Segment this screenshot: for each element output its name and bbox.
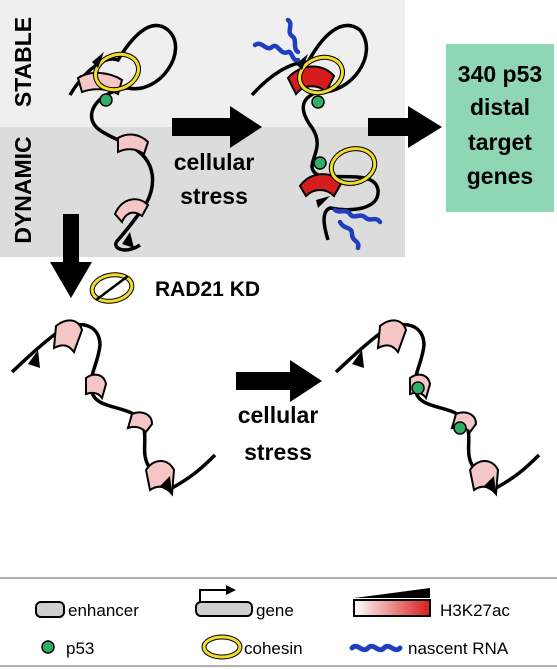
chromatin-after-stress [250,17,383,251]
stable-label: STABLE [10,17,36,107]
enhancer-legend-icon [35,601,65,618]
stress-label-top-2: stress [180,183,248,209]
p53-dot [311,95,325,109]
stress-arrow-top [172,106,262,148]
stress-label-bottom-2: stress [244,439,312,465]
enhancer-shape [376,319,408,355]
cohesin-legend-icon [201,634,243,660]
p53-dot [453,421,467,435]
enhancer-shape [117,133,150,156]
legend-nascent-rna: nascent RNA [408,639,509,658]
legend-p53: p53 [66,639,94,658]
stress-arrow-bottom [236,360,322,402]
enhancer-active [298,173,344,198]
legend-cohesin: cohesin [244,639,303,658]
stable-panel [0,0,405,127]
result-arrow [368,106,442,148]
result-line-3: target [468,129,532,155]
h3k27ac-legend-icon [353,588,431,617]
chromatin-kd-before-stress [10,319,217,497]
chromatin-before-stress [68,23,178,252]
p53-dot [313,156,327,170]
nascent-rna-legend-icon [349,643,403,653]
enhancer-shape [52,319,84,355]
cohesin-ring [298,55,344,95]
p53-dot [411,381,425,395]
dynamic-label: DYNAMIC [10,136,36,243]
chromatin-kd-after-stress [334,319,541,497]
cohesin-ring [329,147,377,185]
enhancer-shape [85,373,108,401]
legend: enhancer gene H3K27ac p53 cohesin nascen… [0,577,557,667]
cohesin-ring [94,52,140,92]
nascent-rna [337,219,361,251]
stress-label-bottom-1: cellular [238,402,319,428]
stress-label-top-1: cellular [174,149,255,175]
enhancer-shape [126,411,154,434]
result-line-1: 340 p53 [458,61,542,87]
p53-dot [99,93,113,107]
p53-legend-icon [41,640,55,654]
nascent-rna [332,207,383,225]
result-line-2: distal [470,94,530,120]
legend-gene: gene [256,601,294,620]
result-box [446,44,554,212]
knockdown-arrow [50,214,92,298]
result-line-4: genes [467,163,533,189]
legend-enhancer: enhancer [68,601,139,620]
legend-h3k27ac: H3K27ac [440,601,510,620]
nascent-rna [252,41,301,63]
gene-legend-icon [195,585,253,617]
nascent-rna [285,17,301,55]
knockdown-label: RAD21 KD [155,278,260,301]
depleted-cohesin-icon [89,272,135,304]
enhancer-shape [113,198,150,224]
